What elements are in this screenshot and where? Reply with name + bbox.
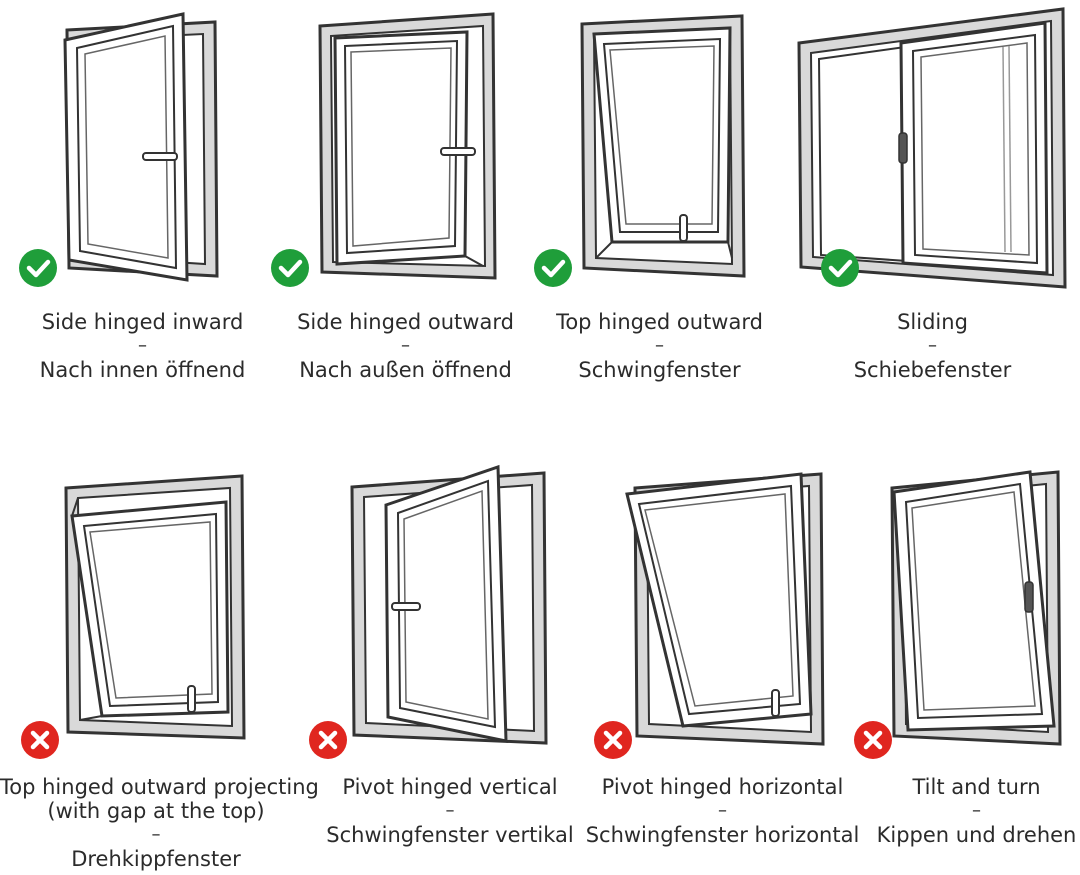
pivot-hinged-vertical-illustration bbox=[350, 464, 548, 745]
caption-separator: – bbox=[928, 335, 937, 356]
sliding-illustration bbox=[797, 7, 1067, 289]
cross-icon bbox=[593, 720, 633, 760]
caption-german: Schwingfenster horizontal bbox=[585, 823, 860, 847]
caption-german: Schwingfenster vertikal bbox=[326, 823, 574, 847]
window-type-caption: Sliding – Schiebefenster bbox=[800, 310, 1065, 382]
tilt-and-turn-illustration bbox=[890, 470, 1062, 746]
window-type-caption: Pivot hinged vertical – Schwingfenster v… bbox=[320, 775, 580, 847]
caption-separator: – bbox=[151, 824, 161, 845]
caption-english: Sliding bbox=[897, 310, 968, 334]
cross-icon bbox=[308, 720, 348, 760]
caption-english: Side hinged outward bbox=[297, 310, 514, 334]
check-icon bbox=[820, 248, 860, 288]
check-icon bbox=[270, 248, 310, 288]
caption-english: Top hinged outward bbox=[556, 310, 763, 334]
caption-english-note: (with gap at the top) bbox=[47, 799, 265, 823]
top-hinged-outward-projecting-illustration bbox=[64, 474, 246, 740]
caption-english: Pivot hinged vertical bbox=[342, 775, 558, 799]
check-icon bbox=[533, 248, 573, 288]
caption-separator: – bbox=[718, 800, 727, 821]
window-type-caption: Pivot hinged horizontal – Schwingfenster… bbox=[585, 775, 860, 847]
caption-german: Schwingfenster bbox=[578, 358, 741, 382]
window-type-caption: Side hinged inward – Nach innen öffnend bbox=[10, 310, 275, 382]
check-icon bbox=[18, 248, 58, 288]
caption-separator: – bbox=[401, 335, 410, 356]
caption-separator: – bbox=[445, 800, 455, 821]
side-hinged-outward-illustration bbox=[318, 12, 497, 280]
side-hinged-inward-illustration bbox=[63, 12, 219, 282]
caption-english: Side hinged inward bbox=[41, 310, 244, 334]
caption-separator: – bbox=[655, 335, 664, 356]
cross-icon bbox=[853, 720, 893, 760]
window-type-caption: Top hinged outward – Schwingfenster bbox=[527, 310, 792, 382]
caption-separator: – bbox=[138, 335, 147, 356]
top-hinged-outward-illustration bbox=[580, 14, 746, 278]
caption-german: Nach außen öffnend bbox=[299, 358, 512, 382]
caption-english: Pivot hinged horizontal bbox=[601, 775, 844, 799]
caption-english: Tilt and turn bbox=[912, 775, 1041, 799]
caption-german: Schiebefenster bbox=[853, 358, 1012, 382]
caption-german: Drehkippfenster bbox=[71, 847, 241, 871]
caption-german: Kippen und drehen bbox=[876, 823, 1077, 847]
caption-english: Top hinged outward projecting bbox=[0, 775, 319, 799]
pivot-hinged-horizontal-illustration bbox=[625, 472, 825, 746]
cross-icon bbox=[20, 720, 60, 760]
window-type-caption: Side hinged outward – Nach außen öffnend bbox=[273, 310, 538, 382]
caption-separator: – bbox=[972, 800, 981, 821]
caption-german: Nach innen öffnend bbox=[39, 358, 246, 382]
window-type-caption: Top hinged outward projecting (with gap … bbox=[0, 775, 319, 871]
window-type-caption: Tilt and turn – Kippen und drehen bbox=[873, 775, 1080, 847]
